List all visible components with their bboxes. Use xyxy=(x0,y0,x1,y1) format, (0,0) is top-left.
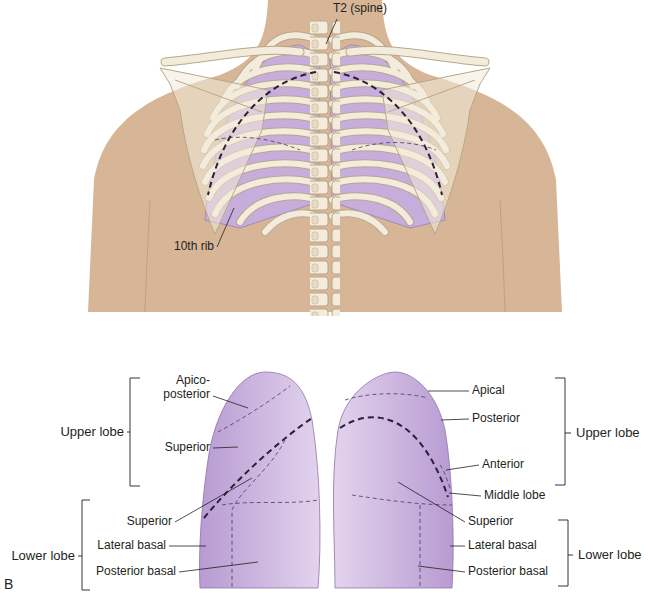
leader-line xyxy=(169,391,481,572)
lobe-label: Lower lobe xyxy=(578,548,642,563)
bracket xyxy=(78,378,573,590)
segment-label: Anterior xyxy=(482,458,524,472)
lobe-label: Upper lobe xyxy=(576,426,640,441)
scapula xyxy=(160,68,268,234)
scapula xyxy=(382,68,490,234)
segment-label: Lateral basal xyxy=(97,539,166,553)
segment-label: Lateral basal xyxy=(468,539,537,553)
lobe-label: Lower lobe xyxy=(11,549,75,564)
bone-label: 10th rib xyxy=(174,240,214,254)
segment-label: Posterior basal xyxy=(96,565,176,579)
segment-label: Apico-posterior xyxy=(148,374,210,402)
segment-label: Posterior basal xyxy=(468,565,548,579)
segment-label: Superior xyxy=(468,515,513,529)
panel-letter: B xyxy=(4,576,13,592)
segment-label: Apical xyxy=(472,384,505,398)
segment-label: Superior xyxy=(127,515,172,529)
segment-line xyxy=(218,386,452,588)
segment-line xyxy=(215,137,436,150)
bone-label: T2 (spine) xyxy=(333,2,387,16)
segment-label: Superior xyxy=(165,441,210,455)
oblique-fissure xyxy=(208,72,442,195)
lobe-label: Middle lobe xyxy=(484,489,545,503)
right-lung-outline xyxy=(333,372,453,588)
lobe-label: Upper lobe xyxy=(60,425,124,440)
left-lung-outline xyxy=(199,372,320,588)
spine xyxy=(310,20,340,316)
segment-label: Posterior xyxy=(472,412,520,426)
leader-line xyxy=(217,19,337,247)
